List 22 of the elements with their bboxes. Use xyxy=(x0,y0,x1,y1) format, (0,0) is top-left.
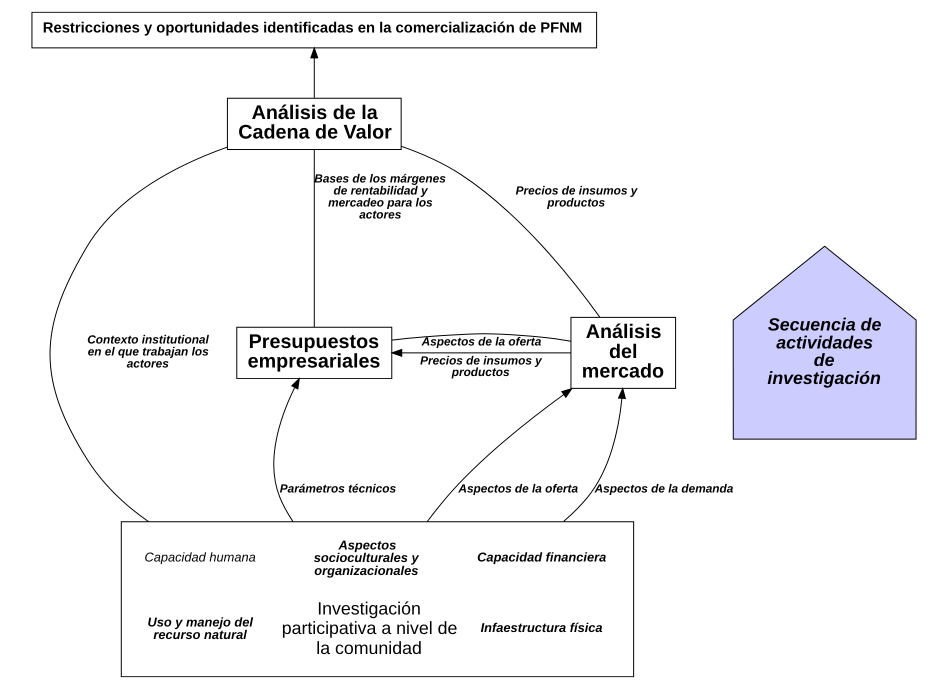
edge-label: Contexto institutional en el que trabajan los actores xyxy=(87,332,209,370)
connector xyxy=(391,333,572,342)
connector xyxy=(50,146,228,522)
arrow xyxy=(426,388,574,522)
arrow xyxy=(310,46,318,98)
arrow xyxy=(563,386,626,522)
node-box: Presupuestos empresariales xyxy=(236,326,392,380)
node-box: Análisis de la Cadena de Valor xyxy=(226,98,402,150)
node-box: Capacidad humana Aspectos socioculturales y organizacionales Capacidad financiera Uso y manejo del recurso natural Investigación participativa a nivel de la comunidad Infaestructura física xyxy=(120,521,634,678)
arrow xyxy=(273,377,300,522)
node-box: Restricciones y oportunidades identificadas en la comercialización de PFNM xyxy=(31,12,598,48)
edge-label: Precios de insumos y productos xyxy=(420,353,542,380)
node-box: Análisis del mercado xyxy=(570,316,676,389)
edge-label: Bases de los márgenes de rentabilidad y mercadeo para los actores xyxy=(314,172,446,222)
edge-label: Parámetros técnicos xyxy=(280,482,396,496)
edge-label: Precios de insumos y productos xyxy=(516,184,638,210)
connector xyxy=(400,146,600,318)
edge-label: Aspectos de la oferta xyxy=(458,482,578,496)
connector xyxy=(314,149,315,328)
edge-label: Aspectos de la demanda xyxy=(594,482,734,496)
arrow xyxy=(390,348,572,358)
edge-label: Aspectos de la oferta xyxy=(422,334,542,349)
